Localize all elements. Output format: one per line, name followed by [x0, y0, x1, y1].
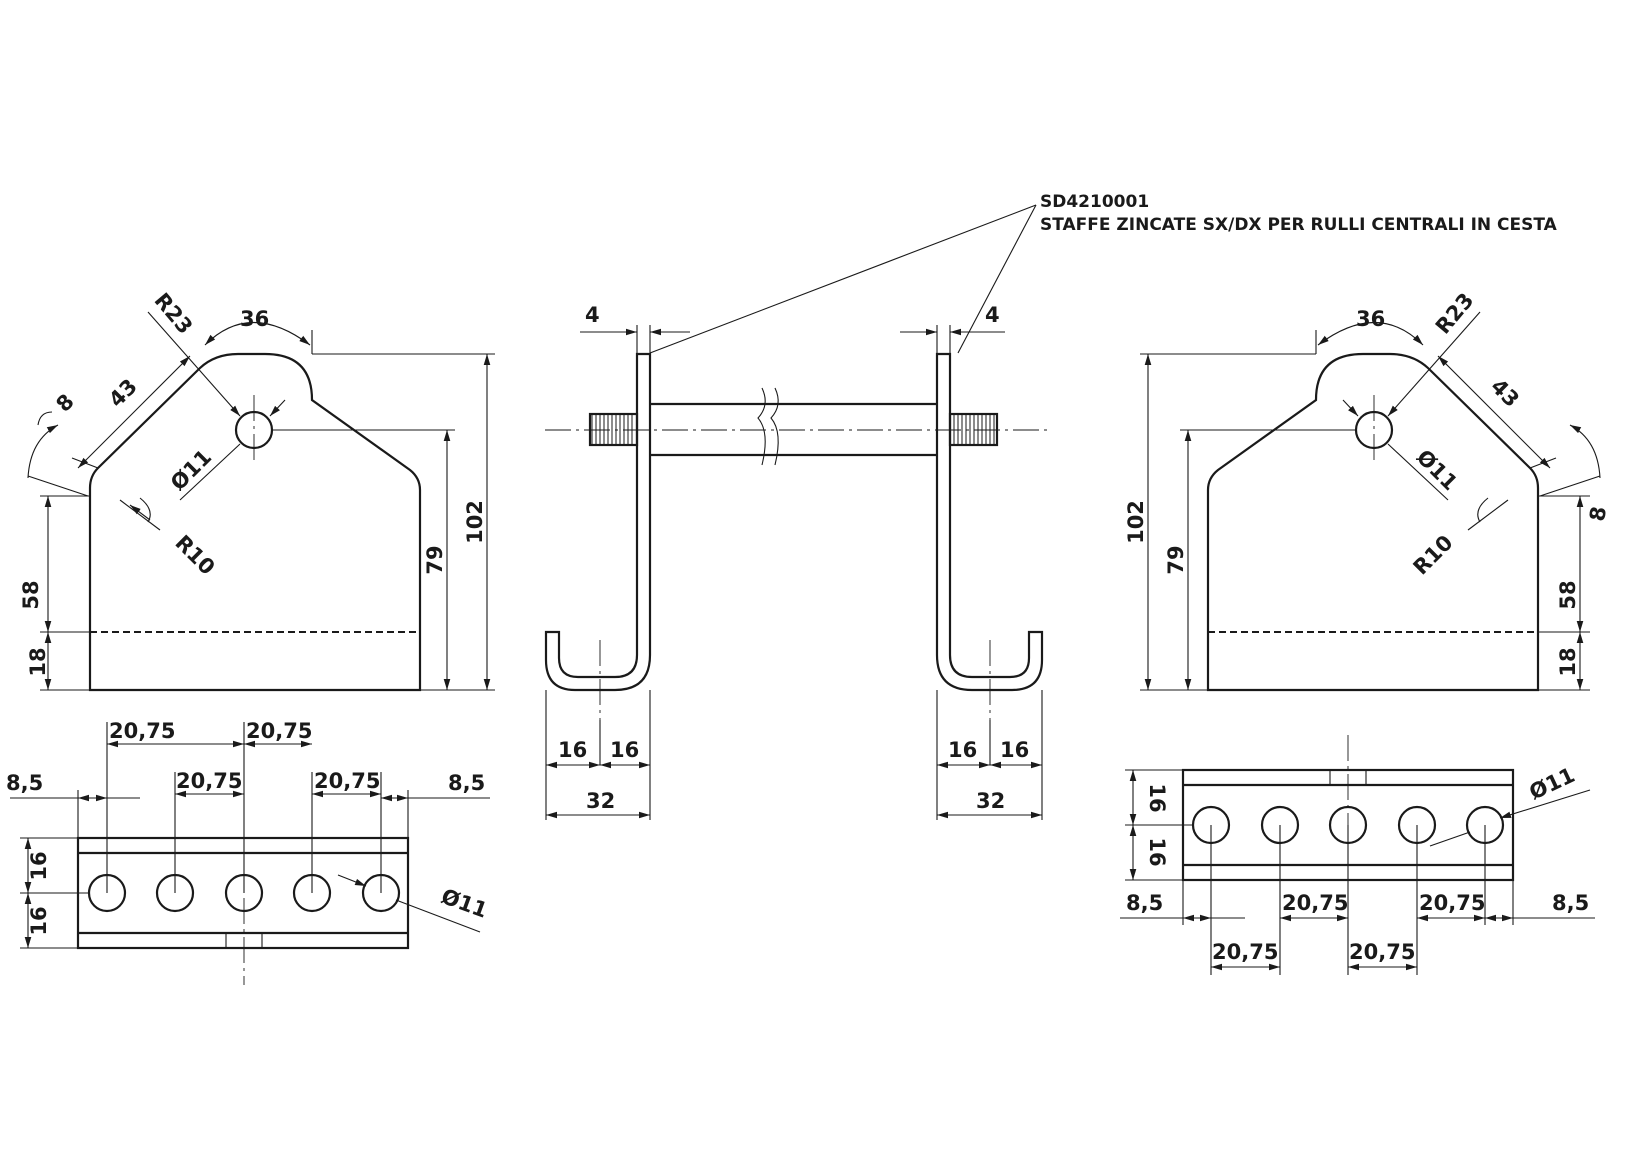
left-plate-plan-view: 20,75 20,75 20,75 20,75 8,5 8,5 16 16 Ø1… [6, 719, 491, 985]
dim-hole-d11: Ø11 [166, 445, 216, 495]
dim-plan-hole-d11: Ø11 [1526, 763, 1579, 805]
dim-18: 18 [1556, 647, 1580, 676]
dim-width-1: 16 [1145, 783, 1169, 812]
dim-pitch-3: 20,75 [176, 769, 242, 793]
dim-edge-right: 8,5 [1552, 891, 1589, 915]
left-plate-front-view: 102 79 58 18 43 R23 36 8 Ø11 [19, 288, 495, 692]
part-description: STAFFE ZINCATE SX/DX PER RULLI CENTRALI … [1040, 215, 1558, 235]
left-bracket-profile [544, 352, 652, 692]
dim-width-2: 16 [1145, 837, 1169, 866]
dim-plan-hole-d11: Ø11 [438, 884, 490, 923]
dim-8: 8 [1585, 504, 1611, 523]
dim-left-32: 32 [586, 789, 615, 813]
dim-pitch-2: 20,75 [246, 719, 312, 743]
dim-pitch-4: 20,75 [1349, 940, 1415, 964]
dim-pitch-2: 20,75 [1419, 891, 1485, 915]
assembly-side-view: 4 4 16 16 32 16 16 32 [544, 303, 1050, 820]
dim-right-thickness: 4 [985, 303, 1000, 327]
dim-r23: R23 [150, 288, 198, 338]
dim-edge-left: 8,5 [6, 771, 43, 795]
dim-edge-right: 8,5 [448, 771, 485, 795]
dim-pitch-1: 20,75 [109, 719, 175, 743]
dim-58: 58 [19, 580, 43, 609]
dim-r10: R10 [1409, 531, 1458, 580]
dim-edge-left: 8,5 [1126, 891, 1163, 915]
dim-right-16b: 16 [1000, 738, 1029, 762]
dim-102: 102 [463, 500, 487, 544]
left-threaded-shaft [588, 412, 639, 447]
plan-outline [76, 836, 410, 950]
leader-line-right [957, 204, 1037, 354]
dim-right-16a: 16 [948, 738, 977, 762]
dim-43: 43 [104, 374, 142, 412]
plate-outline [88, 352, 422, 692]
dim-pitch-1: 20,75 [1282, 891, 1348, 915]
dim-r10: R10 [170, 531, 219, 580]
right-bracket-profile [935, 352, 1044, 692]
dim-r23: R23 [1431, 288, 1479, 338]
right-plate-plan-view: 8,5 20,75 20,75 8,5 20,75 20,75 16 16 Ø1… [1120, 735, 1595, 975]
dim-right-32: 32 [976, 789, 1005, 813]
part-note: SD4210001 STAFFE ZINCATE SX/DX PER RULLI… [649, 192, 1558, 354]
dim-width-2: 16 [27, 906, 51, 935]
part-code: SD4210001 [1040, 192, 1149, 212]
dim-left-thickness: 4 [585, 303, 600, 327]
dim-width-1: 16 [27, 851, 51, 880]
dim-8: 8 [51, 389, 78, 416]
dim-79: 79 [1164, 545, 1188, 574]
right-plate-front-view: 102 79 58 18 43 R23 36 8 Ø11 R10 [1124, 288, 1611, 692]
dim-pitch-4: 20,75 [314, 769, 380, 793]
dim-18: 18 [26, 647, 50, 676]
dim-43: 43 [1486, 374, 1524, 412]
dim-102: 102 [1124, 500, 1148, 544]
dim-pitch-3: 20,75 [1212, 940, 1278, 964]
dim-hole-d11: Ø11 [1412, 445, 1462, 495]
dim-36: 36 [1356, 307, 1385, 331]
dim-36: 36 [240, 307, 269, 331]
dim-79: 79 [423, 545, 447, 574]
dim-58: 58 [1556, 580, 1580, 609]
leader-line-left [649, 204, 1037, 354]
dim-left-16a: 16 [558, 738, 587, 762]
plate-outline [1206, 352, 1540, 692]
dim-left-16b: 16 [610, 738, 639, 762]
